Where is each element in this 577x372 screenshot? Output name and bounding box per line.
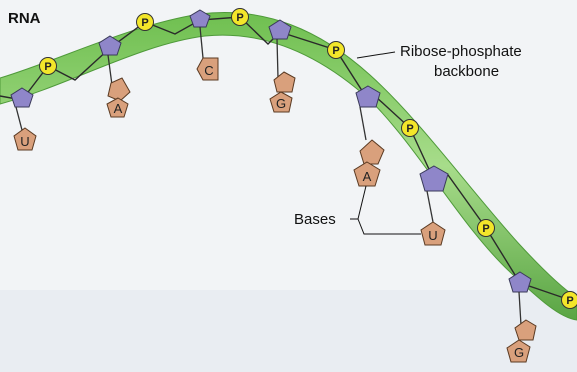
bases-callout-line-u [357,218,421,235]
figure-title: RNA [8,10,41,27]
ribose-sugar [355,85,381,108]
ribose-sugar [98,35,122,56]
base-letter: U [428,228,437,243]
ribose-sugar [10,87,34,108]
phosphate-label: P [566,295,573,307]
background-lower-tint [0,290,577,372]
base-c: C [196,26,219,81]
ribose-sugar [508,271,532,293]
base-letter: U [20,134,29,149]
ribose-sugar [419,165,449,192]
phosphates: P P P P P P P [39,8,577,309]
backbone-callout-line [356,51,396,59]
phosphate-label: P [332,45,339,57]
phosphate-label: P [406,123,413,135]
phosphate: P [561,291,577,309]
ribose-sugar [268,19,292,40]
base-g-upper: G [269,38,296,113]
ribose-sugars [10,9,532,293]
phosphate: P [327,41,345,59]
base-letter: G [276,96,286,111]
phosphate-label: P [236,12,243,24]
base-letter: C [204,63,213,78]
base-letter: A [363,169,372,184]
phosphate-label: P [141,17,148,29]
base-a-lower: A [353,106,385,187]
phosphate: P [401,119,419,137]
backbone-label-line2: backbone [434,63,499,80]
phosphate: P [136,13,154,31]
base-letter: A [114,101,123,116]
phosphate: P [477,219,495,237]
phosphate: P [39,57,57,75]
base-a-upper: A [106,54,131,118]
phosphate-label: P [482,223,489,235]
base-g-lower: G [506,291,537,363]
bases: U A C G A [13,26,537,363]
backbone-label-line1: Ribose-phosphate [400,43,522,60]
base-u-lower: U [420,190,446,246]
bases-label: Bases [294,211,336,228]
phosphate-label: P [44,61,51,73]
phosphate: P [231,8,249,26]
base-letter: G [514,345,524,360]
base-u-left: U [13,106,37,151]
